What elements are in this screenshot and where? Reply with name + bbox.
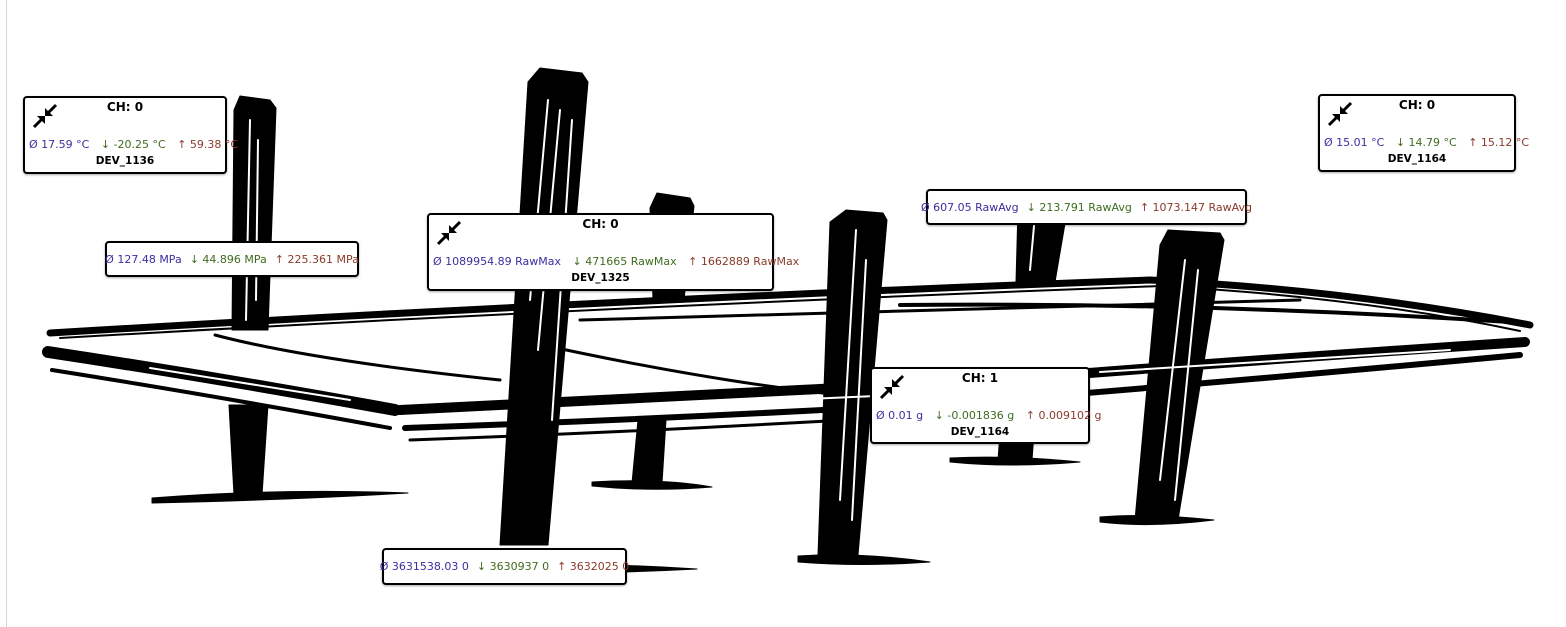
channel-label: CH: 1 <box>961 371 999 385</box>
value-row: Ø 0.01 g ↓ -0.001836 g ↑ 0.009102 g <box>872 409 1101 422</box>
maximum-value: ↑ 59.38 °C <box>177 138 239 151</box>
average-value: Ø 127.48 MPa <box>105 252 182 266</box>
average-value: Ø 17.59 °C <box>29 138 90 151</box>
channel-label: CH: 0 <box>106 100 144 114</box>
maximum-value: ↑ 0.009102 g <box>1025 409 1102 422</box>
maximum-value: ↑ 1662889 RawMax <box>688 255 800 268</box>
sensor-panel-zero-unit[interactable]: Ø 3631538.03 0 ↓ 3630937 0 ↑ 3632025 0 <box>380 548 630 585</box>
value-row: Ø 15.01 °C ↓ 14.79 °C ↑ 15.12 °C <box>1320 136 1529 149</box>
value-row: Ø 1089954.89 RawMax ↓ 471665 RawMax ↑ 16… <box>429 255 799 268</box>
maximum-value: ↑ 3632025 0 <box>557 560 630 573</box>
device-label: DEV_1164 <box>1387 153 1447 165</box>
average-value: Ø 15.01 °C <box>1324 136 1385 149</box>
maximum-value: ↑ 1073.147 RawAvg <box>1139 200 1253 214</box>
channel-label: CH: 0 <box>1398 98 1436 112</box>
device-label: DEV_1136 <box>95 155 155 167</box>
minimum-value: ↓ -0.001836 g <box>934 409 1015 422</box>
collapse-arrows-icon[interactable] <box>1326 100 1354 128</box>
collapse-arrows-icon[interactable] <box>31 102 59 130</box>
sensor-panel-rawavg[interactable]: Ø 607.05 RawAvg ↓ 213.791 RawAvg ↑ 1073.… <box>921 189 1252 225</box>
average-value: Ø 607.05 RawAvg <box>920 200 1019 214</box>
collapse-arrows-icon[interactable] <box>878 373 906 401</box>
value-row: Ø 607.05 RawAvg ↓ 213.791 RawAvg ↑ 1073.… <box>921 191 1252 223</box>
maximum-value: ↑ 15.12 °C <box>1468 136 1530 149</box>
minimum-value: ↓ 213.791 RawAvg <box>1026 200 1132 214</box>
channel-label: CH: 0 <box>582 217 619 231</box>
average-value: Ø 0.01 g <box>876 409 924 422</box>
average-value: Ø 3631538.03 0 <box>379 560 469 573</box>
minimum-value: ↓ 14.79 °C <box>1395 136 1457 149</box>
device-label: DEV_1164 <box>950 426 1010 438</box>
sensor-panel-dev-1164-ch1[interactable]: CH: 1 Ø 0.01 g ↓ -0.001836 g ↑ 0.009102 … <box>870 367 1101 444</box>
left-border <box>6 0 7 627</box>
value-row: Ø 3631538.03 0 ↓ 3630937 0 ↑ 3632025 0 <box>380 550 630 583</box>
minimum-value: ↓ 471665 RawMax <box>572 255 677 268</box>
sensor-panel-dev-1136[interactable]: CH: 0 Ø 17.59 °C ↓ -20.25 °C ↑ 59.38 °C … <box>23 96 238 174</box>
minimum-value: ↓ 3630937 0 <box>476 560 550 573</box>
value-row: Ø 17.59 °C ↓ -20.25 °C ↑ 59.38 °C <box>25 138 238 151</box>
sensor-panel-dev-1164-ch0[interactable]: CH: 0 Ø 15.01 °C ↓ 14.79 °C ↑ 15.12 °C D… <box>1318 94 1529 172</box>
minimum-value: ↓ -20.25 °C <box>100 138 166 151</box>
sensor-panel-dev-1325[interactable]: CH: 0 Ø 1089954.89 RawMax ↓ 471665 RawMa… <box>427 213 799 291</box>
sensor-panel-mpa[interactable]: Ø 127.48 MPa ↓ 44.896 MPa ↑ 225.361 MPa <box>105 241 359 277</box>
average-value: Ø 1089954.89 RawMax <box>433 255 562 268</box>
device-label: DEV_1325 <box>571 272 630 284</box>
minimum-value: ↓ 44.896 MPa <box>189 252 267 266</box>
collapse-arrows-icon[interactable] <box>435 219 463 247</box>
maximum-value: ↑ 225.361 MPa <box>274 252 359 266</box>
value-row: Ø 127.48 MPa ↓ 44.896 MPa ↑ 225.361 MPa <box>105 243 359 275</box>
